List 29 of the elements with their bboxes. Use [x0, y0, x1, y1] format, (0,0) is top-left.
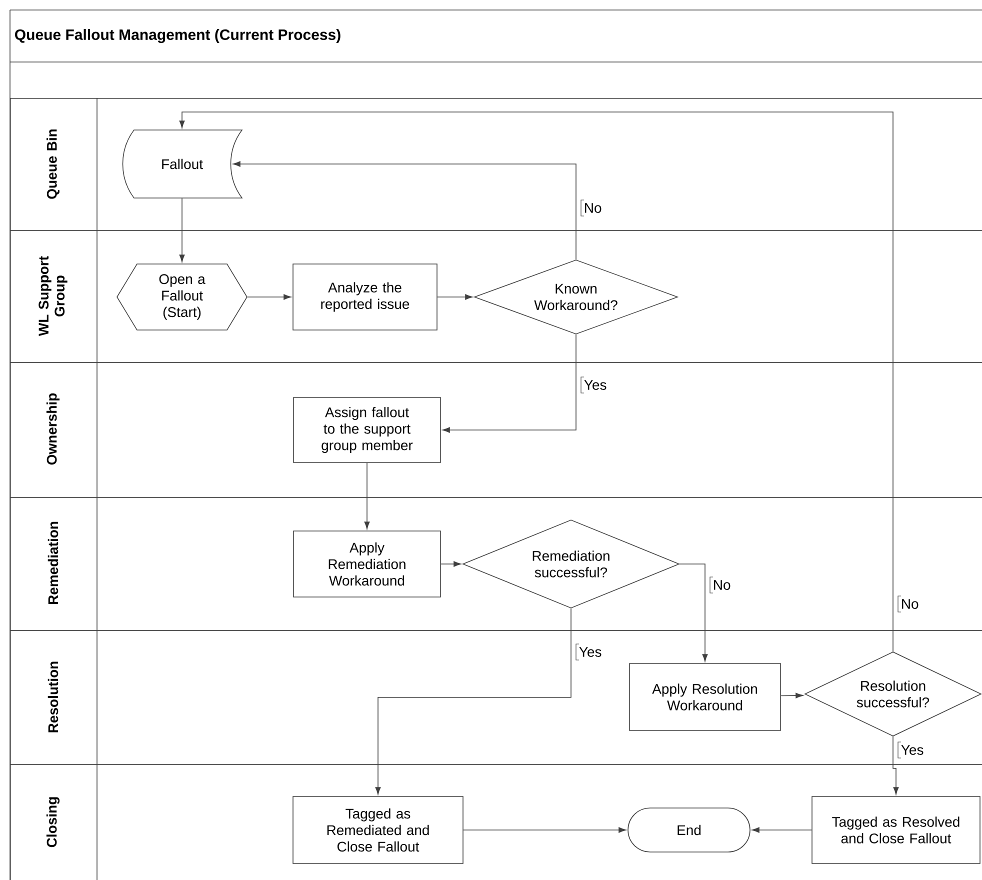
arrow	[364, 462, 370, 530]
arrow	[752, 827, 812, 833]
edge-label: No	[580, 200, 602, 216]
process-box: Apply Remediation Workaround	[293, 530, 441, 598]
arrow	[247, 294, 292, 300]
edge-label: Yes	[898, 742, 924, 758]
arrow	[679, 564, 708, 662]
arrow	[463, 827, 626, 833]
arrow	[437, 294, 473, 300]
arrow	[440, 561, 462, 567]
process-box: Analyze the reported issue	[292, 264, 438, 330]
edge-label: Yes	[580, 376, 606, 394]
arrow	[892, 736, 899, 795]
process-box: Tagged as Resolved and Close Fallout	[812, 796, 980, 864]
edge-label: No	[710, 576, 730, 594]
arrow	[232, 161, 576, 260]
arrow	[375, 608, 572, 795]
edge-label: No	[898, 596, 918, 612]
title: Queue Fallout Management (Current Process)	[15, 28, 340, 44]
arrow	[442, 334, 576, 433]
process-box: Apply Resolution Workaround	[629, 663, 781, 731]
arrow	[179, 112, 894, 652]
start-hexagon: Open a Fallout (Start)	[116, 264, 248, 330]
arrow	[179, 198, 185, 262]
end-terminator: End	[628, 808, 750, 852]
edge-label: Yes	[576, 644, 602, 660]
process-box: Assign fallout to the support group member	[293, 397, 441, 463]
arrow	[780, 692, 804, 698]
process-box: Tagged as Remediated and Close Fallout	[292, 796, 464, 864]
